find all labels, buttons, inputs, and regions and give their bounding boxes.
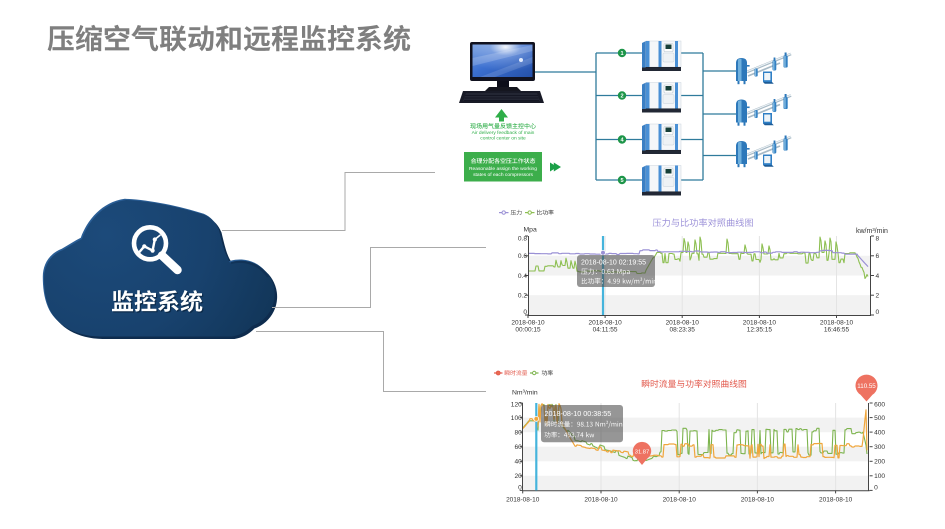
svg-text:0: 0 (518, 484, 522, 491)
svg-text:0: 0 (876, 309, 880, 316)
svg-text:Mpa: Mpa (524, 226, 537, 233)
svg-text:control center on site: control center on site (480, 135, 526, 141)
svg-text:0.6: 0.6 (518, 253, 527, 260)
svg-text:20: 20 (514, 473, 522, 480)
svg-text:0: 0 (523, 309, 527, 316)
svg-text:4: 4 (876, 273, 880, 280)
svg-text:8: 8 (876, 235, 880, 242)
svg-text:80: 80 (514, 430, 522, 437)
svg-text:5: 5 (620, 178, 623, 184)
svg-text:2018-08-10 02:19:55: 2018-08-10 02:19:55 (581, 260, 646, 267)
svg-text:2018-08-10: 2018-08-10 (506, 497, 540, 504)
svg-text:300: 300 (874, 444, 885, 451)
svg-text:2018-08-10 00:38:55: 2018-08-10 00:38:55 (545, 409, 612, 418)
svg-text:1: 1 (620, 51, 623, 57)
svg-text:2018-08-10: 2018-08-10 (588, 320, 622, 327)
svg-text:60: 60 (514, 444, 522, 451)
svg-text:Reasonable assign the working: Reasonable assign the working (469, 166, 537, 172)
svg-text:2018-08-10: 2018-08-10 (584, 497, 618, 504)
svg-text:0.4: 0.4 (518, 273, 527, 280)
svg-text:Air delivery feedback of main: Air delivery feedback of main (472, 130, 535, 136)
svg-text:100: 100 (874, 473, 885, 480)
svg-text:40: 40 (514, 459, 522, 466)
svg-text:kw/m³/min: kw/m³/min (856, 228, 888, 235)
svg-text:100: 100 (511, 415, 522, 422)
svg-text:2018-08-10: 2018-08-10 (511, 320, 545, 327)
svg-text:04:11:55: 04:11:55 (593, 327, 618, 334)
svg-text:2: 2 (620, 94, 623, 100)
svg-text:500: 500 (874, 415, 885, 422)
svg-text:states of each compressors: states of each compressors (473, 172, 533, 178)
svg-text:2018-08-10: 2018-08-10 (820, 320, 854, 327)
svg-text:0.2: 0.2 (518, 293, 527, 300)
svg-text:12:35:15: 12:35:15 (747, 327, 773, 334)
svg-text:16:46:55: 16:46:55 (824, 327, 850, 334)
svg-text:Nm³/min: Nm³/min (512, 390, 538, 397)
svg-text:2018-08-10: 2018-08-10 (663, 497, 697, 504)
svg-text:600: 600 (874, 401, 885, 408)
svg-text:110.55: 110.55 (857, 383, 876, 390)
svg-text:4: 4 (620, 138, 624, 144)
svg-text:08:23:35: 08:23:35 (670, 327, 696, 334)
svg-text:2018-08-10: 2018-08-10 (819, 497, 853, 504)
svg-text:400: 400 (874, 430, 885, 437)
svg-text:0: 0 (874, 484, 878, 491)
svg-text:31.87: 31.87 (635, 450, 650, 456)
svg-text:200: 200 (874, 459, 885, 466)
svg-text:0.8: 0.8 (518, 235, 527, 242)
svg-text:2018-08-10: 2018-08-10 (666, 320, 700, 327)
svg-text:6: 6 (876, 253, 880, 260)
svg-text:2018-08-10: 2018-08-10 (741, 497, 775, 504)
svg-text:00:00:15: 00:00:15 (515, 327, 541, 334)
svg-text:120: 120 (511, 401, 522, 408)
svg-text:2: 2 (876, 293, 880, 300)
svg-text:2018-08-10: 2018-08-10 (743, 320, 777, 327)
